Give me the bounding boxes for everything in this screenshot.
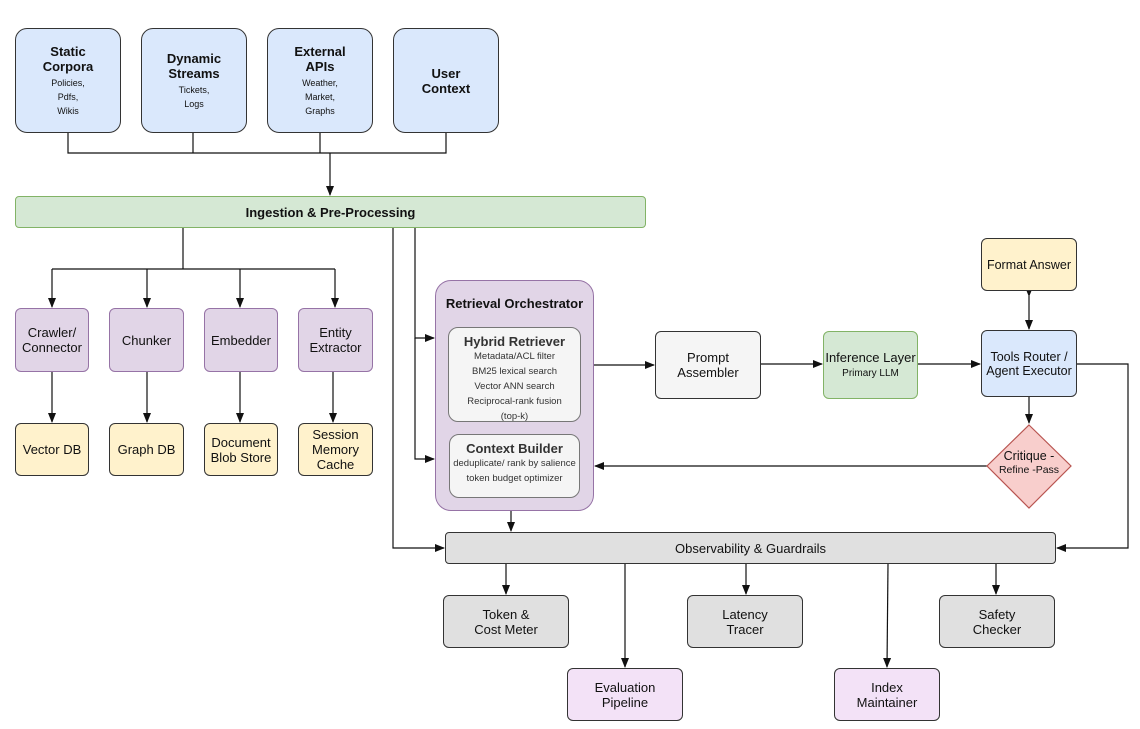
monitor-token-cost: Token & Cost Meter: [443, 595, 569, 648]
retrieval-orchestrator: Retrieval Orchestrator Hybrid Retriever …: [435, 280, 594, 511]
source-detail: Policies, Pdfs, Wikis: [51, 77, 85, 116]
store-label: Document Blob Store: [210, 434, 272, 465]
downstream-label: Evaluation Pipeline: [594, 679, 656, 710]
source-title: Static Corpora: [42, 43, 94, 74]
hybrid-line: Vector ANN search: [474, 381, 555, 392]
monitor-label: Safety Checker: [972, 606, 1022, 637]
source-external-apis: External APIs Weather, Market, Graphs: [267, 28, 373, 133]
hybrid-line: Reciprocal-rank fusion: [467, 396, 562, 407]
format-answer: Format Answer: [981, 238, 1077, 291]
tools-router: Tools Router / Agent Executor: [981, 330, 1077, 397]
source-detail: Weather, Market, Graphs: [302, 77, 338, 116]
source-static-corpora: Static Corpora Policies, Pdfs, Wikis: [15, 28, 121, 133]
inference-layer: Inference Layer Primary LLM: [823, 331, 918, 399]
prompt-assembler-label: Prompt Assembler: [677, 350, 739, 380]
ingestion-label: Ingestion & Pre-Processing: [245, 204, 416, 220]
source-detail: Tickets, Logs: [178, 84, 210, 109]
context-builder-title: Context Builder: [466, 441, 563, 456]
store-label: Graph DB: [117, 442, 176, 457]
critique-sub: Refine -Pass: [998, 464, 1060, 476]
processor-crawler: Crawler/ Connector: [15, 308, 89, 372]
downstream-label: Index Maintainer: [856, 679, 918, 710]
processor-label: Crawler/ Connector: [22, 325, 82, 355]
source-title: User Context: [421, 65, 471, 96]
hybrid-retriever-title: Hybrid Retriever: [463, 334, 566, 349]
store-document-blob: Document Blob Store: [204, 423, 278, 476]
monitor-label: Latency Tracer: [722, 606, 768, 637]
store-label: Vector DB: [22, 442, 82, 457]
monitor-safety-checker: Safety Checker: [939, 595, 1055, 648]
evaluation-pipeline: Evaluation Pipeline: [567, 668, 683, 721]
processor-entity-extractor: Entity Extractor: [298, 308, 373, 372]
source-title: Dynamic Streams: [166, 50, 222, 81]
orchestrator-title: Retrieval Orchestrator: [445, 296, 584, 311]
source-title: External APIs: [294, 43, 346, 74]
critique-title: Critique -: [1003, 449, 1055, 463]
processor-embedder: Embedder: [204, 308, 278, 372]
processor-label: Embedder: [211, 332, 271, 348]
tools-router-label: Tools Router / Agent Executor: [986, 349, 1072, 378]
store-vector-db: Vector DB: [15, 423, 89, 476]
hybrid-line: Metadata/ACL filter: [474, 351, 555, 362]
hybrid-retriever: Hybrid Retriever Metadata/ACL filter BM2…: [448, 327, 581, 422]
observability-label: Observability & Guardrails: [675, 540, 826, 556]
context-line: deduplicate/ rank by salience: [453, 458, 576, 469]
store-session-memory: Session Memory Cache: [298, 423, 373, 476]
hybrid-line: (top-k): [500, 411, 529, 422]
format-answer-label: Format Answer: [986, 257, 1072, 272]
processor-label: Entity Extractor: [309, 325, 362, 355]
processor-chunker: Chunker: [109, 308, 184, 372]
hybrid-line: BM25 lexical search: [471, 366, 557, 377]
store-label: Session Memory Cache: [312, 427, 359, 472]
index-maintainer: Index Maintainer: [834, 668, 940, 721]
context-line: token budget optimizer: [466, 473, 563, 484]
monitor-label: Token & Cost Meter: [474, 606, 538, 637]
source-dynamic-streams: Dynamic Streams Tickets, Logs: [141, 28, 247, 133]
prompt-assembler: Prompt Assembler: [655, 331, 761, 399]
source-user-context: User Context: [393, 28, 499, 133]
ingestion-bar: Ingestion & Pre-Processing: [15, 196, 646, 228]
observability-bar: Observability & Guardrails: [445, 532, 1056, 564]
monitor-latency-tracer: Latency Tracer: [687, 595, 803, 648]
processor-label: Chunker: [121, 332, 172, 348]
critique-node: Critique - Refine -Pass: [985, 449, 1073, 477]
store-graph-db: Graph DB: [109, 423, 184, 476]
inference-sub: Primary LLM: [842, 368, 899, 379]
context-builder: Context Builder deduplicate/ rank by sal…: [449, 434, 580, 498]
inference-title: Inference Layer: [825, 350, 916, 365]
